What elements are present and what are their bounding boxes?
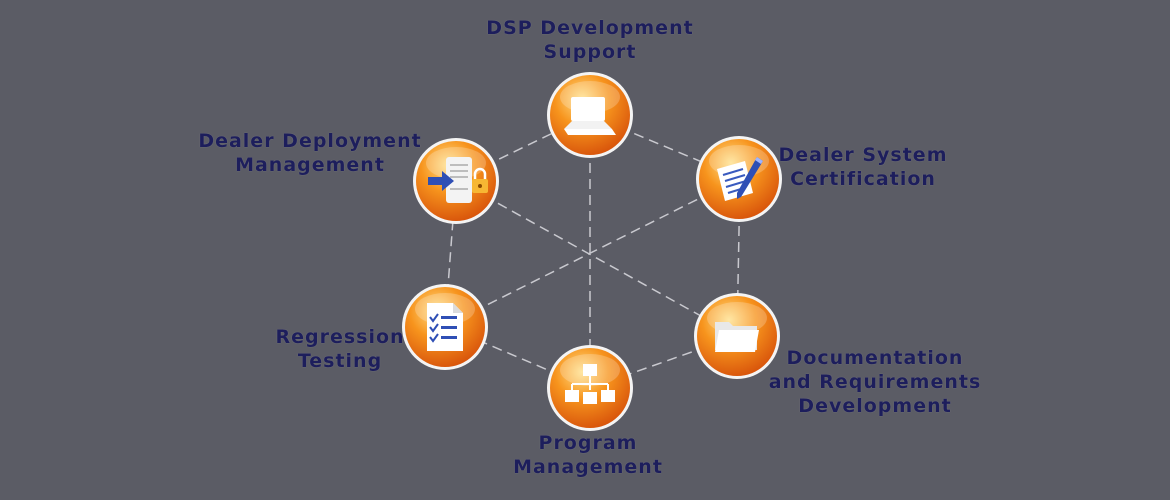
node-dealer-certification[interactable] — [695, 135, 783, 223]
secure-transfer-icon — [428, 157, 488, 203]
label-dealer-deployment: Dealer Deployment Management — [198, 130, 422, 176]
pen-document-icon — [717, 157, 763, 201]
org-chart-icon — [565, 364, 615, 404]
label-dealer-certification: Dealer System Certification — [778, 144, 948, 190]
diagonal-certification-regression — [444, 177, 741, 327]
node-program-management[interactable] — [546, 344, 634, 432]
node-regression-testing[interactable] — [401, 283, 489, 371]
diagonal-deployment-documentation — [455, 179, 738, 337]
checklist-icon — [427, 303, 463, 351]
label-dsp-development: DSP Development Support — [486, 17, 694, 63]
folder-icon — [715, 322, 759, 352]
node-dealer-deployment[interactable] — [412, 137, 500, 225]
node-documentation[interactable] — [693, 292, 781, 380]
label-documentation: Documentation and Requirements Developme… — [768, 347, 982, 417]
label-regression-testing: Regression Testing — [275, 326, 405, 372]
laptop-icon — [564, 97, 616, 135]
node-dsp-development[interactable] — [546, 71, 634, 159]
label-program-management: Program Management — [513, 432, 663, 478]
